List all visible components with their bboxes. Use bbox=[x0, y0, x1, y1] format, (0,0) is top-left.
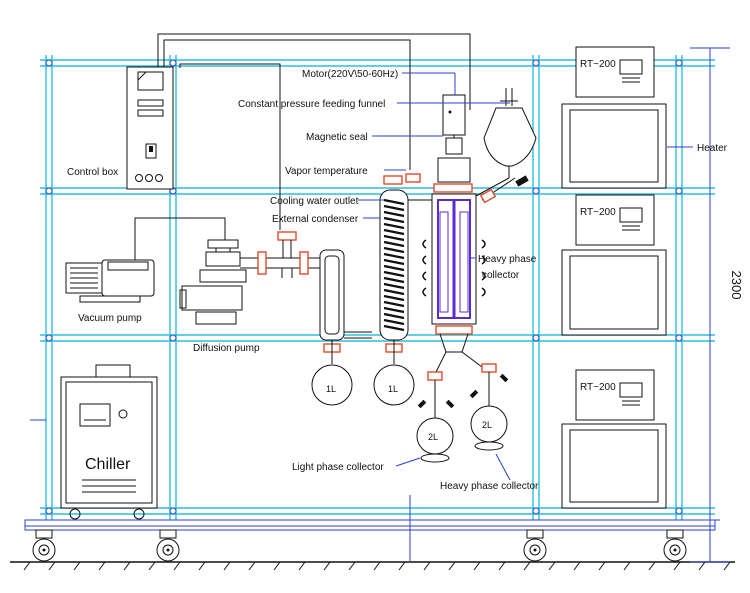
heater-unit-2-label: RT~200 bbox=[580, 207, 616, 218]
heater-label: Heater bbox=[697, 143, 728, 154]
caster-wheel-3 bbox=[523, 529, 547, 562]
heavy-phase-collector-flask bbox=[469, 363, 509, 451]
feeding-funnel bbox=[475, 88, 537, 204]
vacuum-line bbox=[240, 231, 330, 278]
receiving-flask-2-label: 1L bbox=[388, 384, 398, 394]
heater-unit-3-label: RT~200 bbox=[580, 382, 616, 393]
caster-wheel-1 bbox=[32, 529, 56, 562]
heavy-phase-collector-label: Heavy phase collector bbox=[440, 481, 539, 492]
heater-unit-3 bbox=[561, 369, 667, 509]
light-phase-collector-flask bbox=[416, 371, 455, 463]
cold-trap bbox=[319, 249, 372, 364]
chiller-unit bbox=[60, 364, 158, 520]
heater-unit-2 bbox=[561, 194, 667, 336]
receiving-flask-1 bbox=[311, 364, 353, 406]
chiller-label: Chiller bbox=[85, 456, 131, 473]
receiving-flask-1-label: 1L bbox=[326, 384, 336, 394]
diffusion-pump-label: Diffusion pump bbox=[193, 343, 260, 354]
feeding-funnel-label: Constant pressure feeding funnel bbox=[238, 99, 385, 110]
heavy-phase-collector-flask-label: 2L bbox=[482, 420, 492, 430]
light-phase-collector-label: Light phase collector bbox=[292, 462, 384, 473]
leader-lines bbox=[358, 72, 693, 481]
coil-condenser bbox=[379, 175, 436, 364]
heavy-phase-collector-side-label: Heavy phase collector bbox=[478, 254, 539, 281]
frame-joints bbox=[45, 59, 683, 515]
wiring bbox=[134, 33, 471, 262]
heater-unit-1-label: RT~200 bbox=[580, 59, 616, 70]
vacuum-pump bbox=[65, 259, 155, 303]
diffusion-pump bbox=[179, 239, 247, 325]
cooling-water-outlet-label: Cooling water outlet bbox=[270, 196, 359, 207]
vapor-temperature-probe bbox=[405, 173, 421, 183]
vacuum-pump-label: Vacuum pump bbox=[78, 313, 142, 324]
control-box-label: Control box bbox=[67, 167, 118, 178]
caster-wheel-2 bbox=[156, 529, 180, 562]
external-condenser-label: External condenser bbox=[272, 214, 359, 225]
evaporator-column bbox=[422, 94, 487, 373]
vapor-temperature-label: Vapor temperature bbox=[285, 166, 368, 177]
motor-label: Motor(220V\50-60Hz) bbox=[302, 69, 398, 80]
light-phase-collector-flask-label: 2L bbox=[428, 432, 438, 442]
ground-hatch bbox=[23, 561, 731, 571]
base-rail bbox=[10, 519, 735, 563]
magnetic-seal-label: Magnetic seal bbox=[306, 132, 368, 143]
control-box bbox=[126, 66, 174, 190]
heater-unit-1 bbox=[561, 46, 667, 189]
height-dimension-line bbox=[690, 47, 730, 563]
height-dimension-label: 2300 bbox=[729, 271, 744, 300]
receiving-flask-2 bbox=[373, 364, 415, 406]
caster-wheel-4 bbox=[663, 529, 687, 562]
